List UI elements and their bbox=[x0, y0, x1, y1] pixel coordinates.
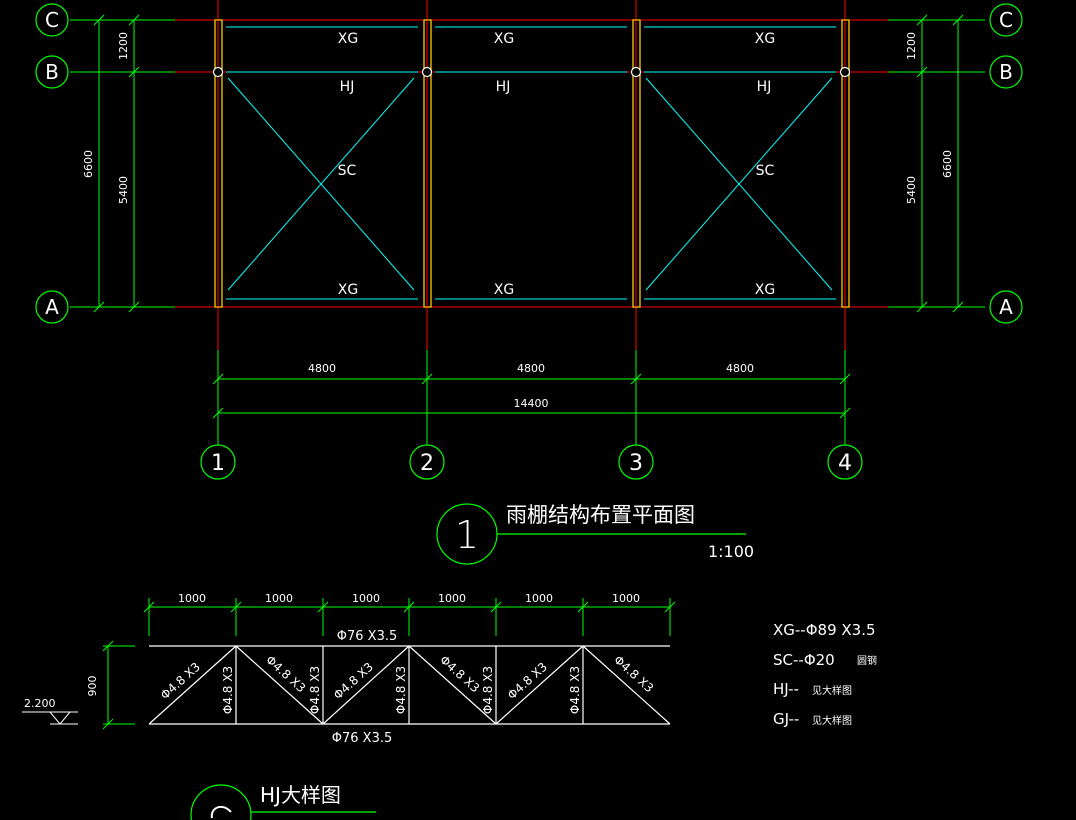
dim-left-total: 6600 bbox=[82, 150, 95, 178]
dim-right-ba: 5400 bbox=[905, 176, 918, 204]
joint-circle bbox=[630, 66, 642, 78]
label-xg-top-3: XG bbox=[755, 31, 775, 47]
joint-markers bbox=[212, 66, 851, 78]
legend-sc: SC--Φ20 bbox=[773, 651, 835, 669]
legend-sc-note: 圆钢 bbox=[857, 654, 877, 667]
axis-label-a-left: A bbox=[45, 295, 59, 319]
joint-circle bbox=[839, 66, 851, 78]
axis-label-b-right: B bbox=[999, 60, 1013, 84]
dim-span-2: 4800 bbox=[517, 362, 545, 375]
dimensions-bottom bbox=[212, 373, 851, 419]
joint-circle bbox=[212, 66, 224, 78]
joint-circle bbox=[421, 66, 433, 78]
axis-bubble-labels: C B A C B A 1 2 3 4 bbox=[45, 8, 1013, 476]
axis-label-1: 1 bbox=[211, 451, 225, 476]
sc-brace-bay-1b bbox=[227, 77, 415, 291]
truss-diagonal bbox=[408, 645, 497, 725]
vert-label: Φ4.8 X3 bbox=[308, 666, 322, 714]
top-chord-label: Φ76 X3.5 bbox=[337, 629, 398, 644]
axis-label-a-right: A bbox=[999, 295, 1013, 319]
axis-label-2: 2 bbox=[420, 451, 434, 476]
vert-label: Φ4.8 X3 bbox=[394, 666, 408, 714]
truss-diagonal bbox=[495, 645, 584, 725]
plan-members bbox=[226, 26, 836, 300]
label-sc-2: SC bbox=[756, 163, 775, 179]
vert-label: Φ4.8 X3 bbox=[481, 666, 495, 714]
dimension-texts-vertical: 1200 5400 6600 1200 5400 6600 bbox=[82, 32, 954, 204]
truss-diagonal bbox=[235, 645, 324, 725]
dim-span-1: 4800 bbox=[308, 362, 336, 375]
sc-brace-bay-3b bbox=[645, 77, 833, 291]
legend-hj: HJ-- bbox=[773, 680, 799, 698]
truss-diagonal bbox=[148, 645, 237, 725]
legend-hj-note: 见大样图 bbox=[812, 684, 852, 697]
vert-label: Φ4.8 X3 bbox=[221, 666, 235, 714]
truss-dim-5: 1000 bbox=[525, 592, 553, 605]
plan-scale: 1:100 bbox=[708, 542, 754, 561]
label-xg-top-1: XG bbox=[338, 31, 358, 47]
label-hj-3: HJ bbox=[757, 79, 772, 95]
bottom-chord-label: Φ76 X3.5 bbox=[332, 731, 393, 746]
label-xg-bottom-1: XG bbox=[338, 282, 358, 298]
legend-gj: GJ-- bbox=[773, 710, 799, 728]
truss-height-dimension bbox=[102, 640, 135, 730]
truss-dim-3: 1000 bbox=[352, 592, 380, 605]
dimensions-left bbox=[93, 14, 140, 313]
dim-left-ba: 5400 bbox=[117, 176, 130, 204]
detail-number-partial bbox=[210, 805, 232, 819]
vert-label: Φ4.8 X3 bbox=[568, 666, 582, 714]
truss-vertical-labels: Φ4.8 X3 Φ4.8 X3 Φ4.8 X3 Φ4.8 X3 Φ4.8 X3 bbox=[221, 666, 582, 714]
view-number: 1 bbox=[455, 513, 479, 557]
dim-right-cb: 1200 bbox=[905, 32, 918, 60]
legend-xg: XG--Φ89 X3.5 bbox=[773, 621, 876, 639]
legend: XG--Φ89 X3.5 SC--Φ20 圆钢 HJ-- 见大样图 GJ-- 见… bbox=[773, 621, 877, 728]
label-hj-2: HJ bbox=[496, 79, 511, 95]
truss-dim-6: 1000 bbox=[612, 592, 640, 605]
dimension-texts-horizontal: 4800 4800 4800 14400 bbox=[308, 362, 754, 410]
legend-gj-note: 见大样图 bbox=[812, 714, 852, 727]
axis-label-4: 4 bbox=[838, 451, 852, 476]
detail-number-circle bbox=[190, 784, 252, 820]
elevation-text: 2.200 bbox=[24, 697, 56, 710]
label-sc-1: SC bbox=[338, 163, 357, 179]
truss-dim-4: 1000 bbox=[438, 592, 466, 605]
axis-label-3: 3 bbox=[629, 451, 643, 476]
label-hj-1: HJ bbox=[340, 79, 355, 95]
label-xg-top-2: XG bbox=[494, 31, 514, 47]
dim-total-span: 14400 bbox=[514, 397, 549, 410]
dimensions-right bbox=[916, 14, 964, 313]
axis-label-c-left: C bbox=[45, 8, 59, 32]
plan-title: 雨棚结构布置平面图 bbox=[506, 503, 695, 527]
truss-top-dimension-texts: 1000 1000 1000 1000 1000 1000 bbox=[178, 592, 640, 605]
dim-left-cb: 1200 bbox=[117, 32, 130, 60]
dim-right-total: 6600 bbox=[941, 150, 954, 178]
truss-diagonal bbox=[582, 645, 671, 725]
detail-title: HJ大样图 bbox=[260, 783, 341, 807]
plan-title-block: 1 雨棚结构布置平面图 1:100 bbox=[436, 503, 754, 565]
truss-height-text: 900 bbox=[86, 676, 99, 697]
dim-span-3: 4800 bbox=[726, 362, 754, 375]
label-xg-bottom-3: XG bbox=[755, 282, 775, 298]
axis-label-b-left: B bbox=[45, 60, 59, 84]
axis-extension-lines bbox=[70, 19, 985, 445]
label-xg-bottom-2: XG bbox=[494, 282, 514, 298]
truss-title-block: HJ大样图 bbox=[190, 783, 376, 820]
truss-top-dimensions bbox=[143, 598, 676, 636]
truss-dim-1: 1000 bbox=[178, 592, 206, 605]
axis-label-c-right: C bbox=[999, 8, 1013, 32]
truss-geometry bbox=[148, 645, 671, 725]
elevation-marker bbox=[22, 711, 78, 725]
truss-dim-2: 1000 bbox=[265, 592, 293, 605]
axis-bubbles bbox=[35, 3, 1023, 480]
member-labels: XG XG XG HJ HJ HJ SC SC XG XG XG bbox=[338, 31, 776, 298]
truss-diagonal bbox=[322, 645, 410, 725]
